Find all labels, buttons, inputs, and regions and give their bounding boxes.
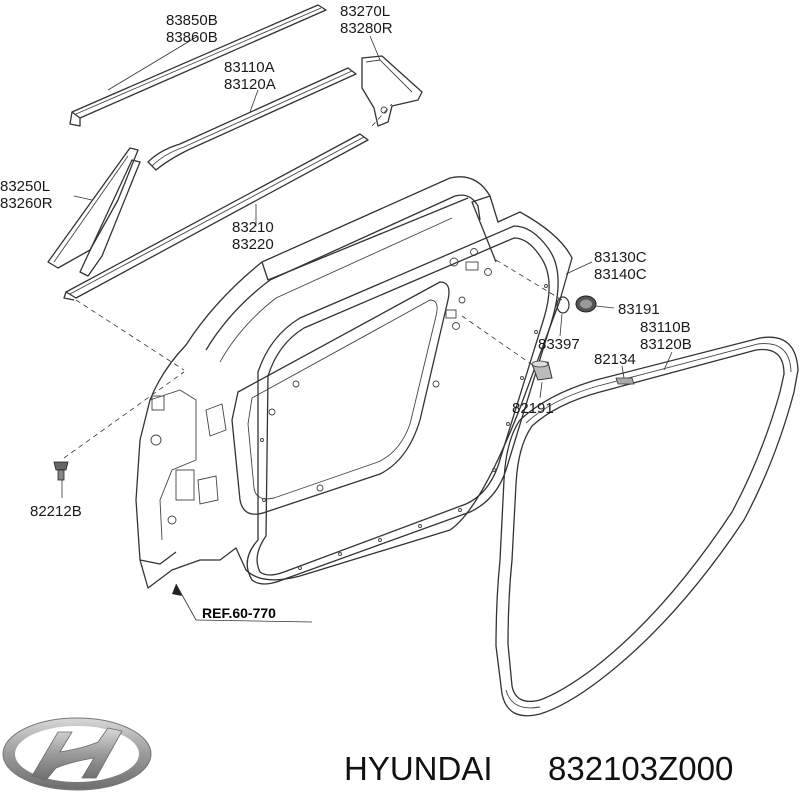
brand-name: HYUNDAI (344, 750, 493, 787)
callout-83860B: 83860B (166, 29, 218, 46)
callout-83250L: 83250L (0, 178, 50, 195)
callout-83220: 83220 (232, 236, 274, 253)
leader-lines (61, 35, 673, 623)
door-belt-weatherstrip (63, 133, 369, 301)
top-belt-moulding (69, 4, 327, 127)
callout-83110A: 83110A (224, 59, 275, 76)
callout-83270L: 83270L (340, 3, 390, 20)
callout-82191: 82191 (512, 400, 554, 417)
callout-83120A: 83120A (224, 76, 276, 93)
upper-window-channel (147, 67, 357, 171)
door-side-weatherstrip (246, 225, 559, 585)
callout-82134: 82134 (594, 351, 636, 368)
corner-garnish (361, 55, 423, 127)
callout-83280R: 83280R (340, 20, 393, 37)
hyundai-logo-icon (2, 717, 152, 791)
callout-83140C: 83140C (594, 266, 647, 283)
callout-83120B: 83120B (640, 336, 692, 353)
callout-83397: 83397 (538, 336, 580, 353)
callout-83130C: 83130C (594, 249, 647, 266)
bumper-82191 (531, 360, 553, 381)
callout-83260R: 83260R (0, 195, 53, 212)
screw-82212B (53, 461, 69, 481)
opening-weatherstrip (495, 336, 799, 717)
grommet-83191 (575, 295, 597, 313)
clip-82134 (615, 377, 635, 385)
callout-83850B: 83850B (166, 12, 218, 29)
callout-83110B: 83110B (640, 319, 691, 336)
pillar-trim (47, 147, 141, 277)
reference-label: REF.60-770 (202, 605, 276, 621)
rear-door-panel (135, 176, 573, 589)
callout-83191: 83191 (618, 301, 660, 318)
callout-82212B: 82212B (30, 503, 82, 520)
part-number: 832103Z000 (548, 750, 733, 787)
callout-83210: 83210 (232, 219, 274, 236)
plug-83397 (556, 296, 570, 314)
